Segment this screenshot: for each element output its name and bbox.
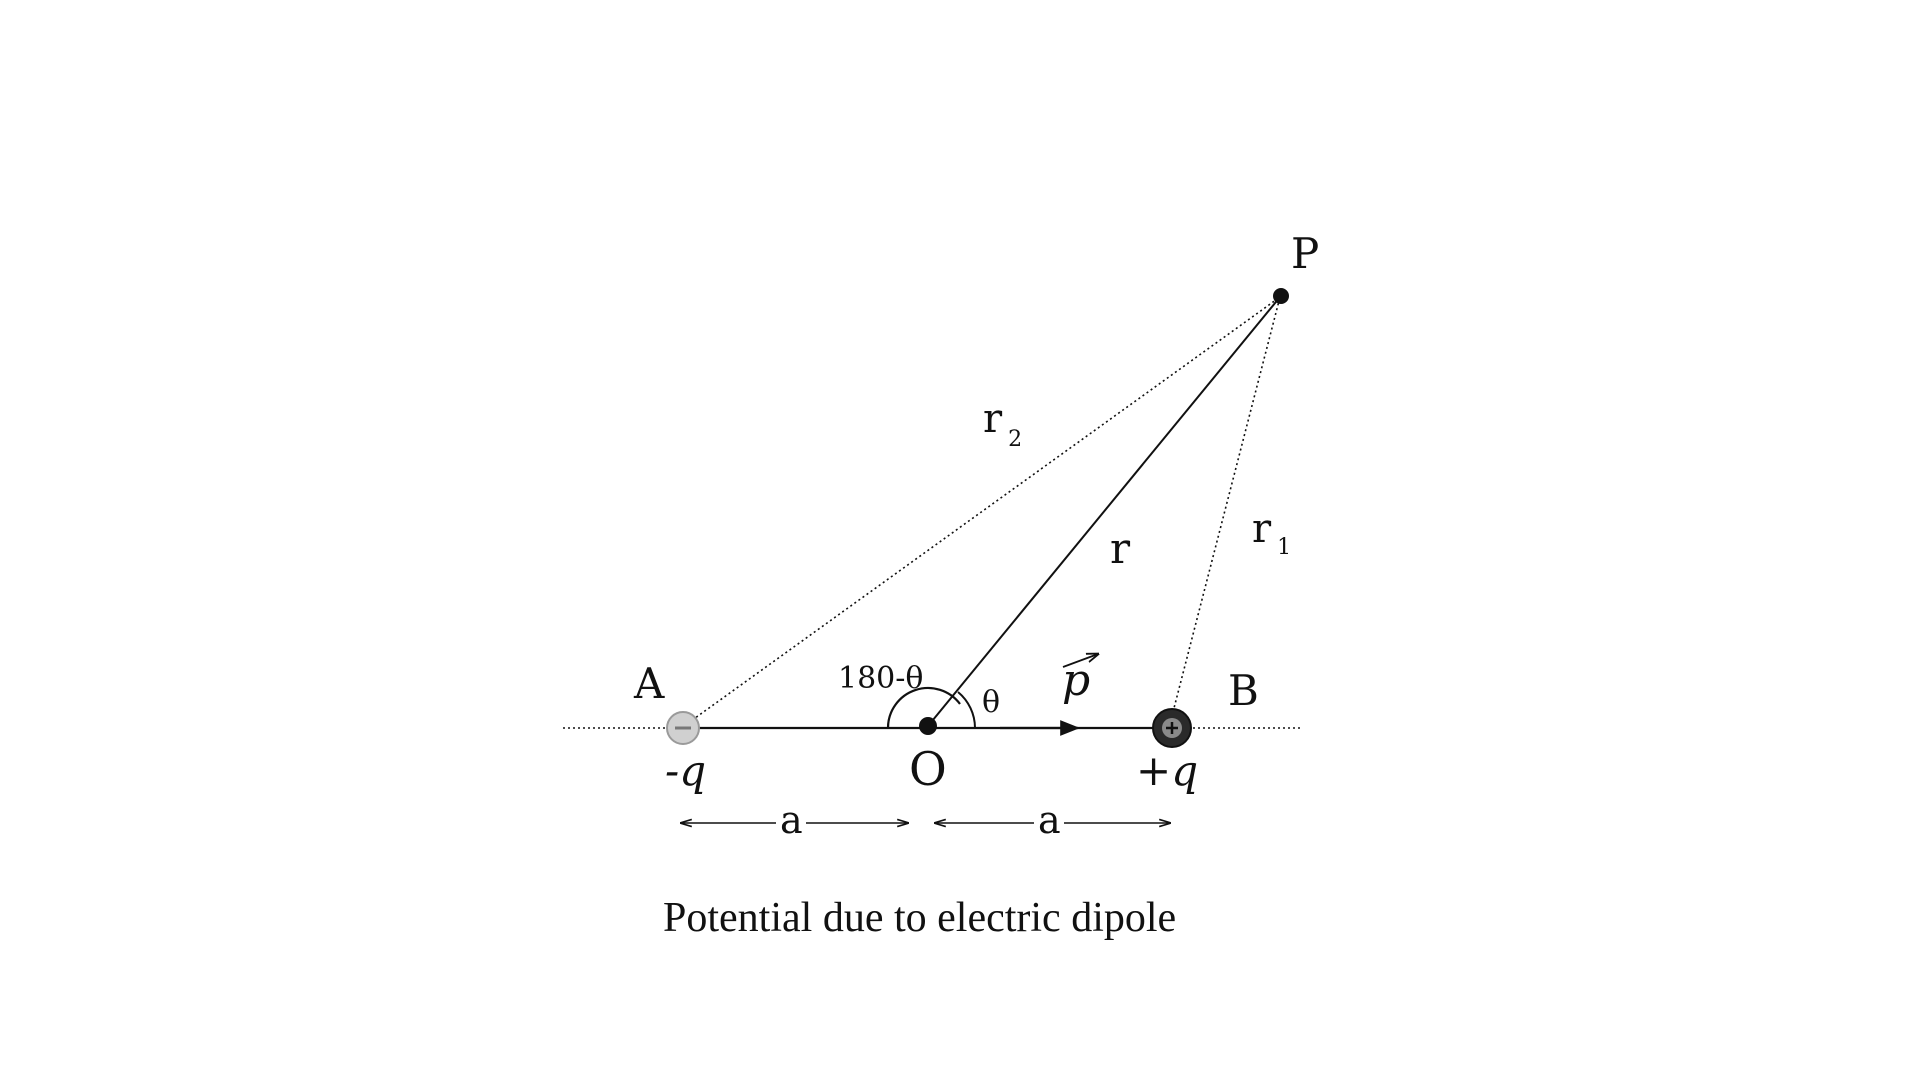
label-o: O [909, 742, 947, 796]
label-r1-sub: 1 [1277, 535, 1291, 560]
r1-line [1172, 296, 1281, 713]
label-r: r [1110, 524, 1131, 573]
r2-line [683, 296, 1281, 727]
label-supplement-angle: 180-θ [838, 661, 923, 696]
label-r2-sub: 2 [1008, 427, 1022, 452]
supplement-angle-arc [886, 686, 961, 729]
label-a: A [633, 659, 665, 708]
label-p: P [1291, 229, 1319, 278]
diagram-caption: Potential due to electric dipole [663, 895, 1176, 941]
label-positive-charge: +q [1136, 746, 1198, 795]
label-negative-charge: -q [665, 746, 706, 795]
r-line [927, 296, 1281, 727]
label-r1-base: r [1252, 506, 1272, 552]
dipole-moment-vector-arrow [1062, 654, 1098, 668]
negative-charge [666, 711, 700, 745]
origin-o-dot [919, 717, 937, 735]
label-theta: θ [982, 685, 1000, 720]
label-dipole-moment: p [1062, 655, 1090, 706]
positive-charge [1152, 708, 1192, 748]
label-b: B [1228, 666, 1259, 715]
label-a-right: a [1038, 798, 1061, 842]
label-a-left: a [780, 798, 803, 842]
point-p-dot [1273, 288, 1289, 304]
label-r2-base: r [983, 396, 1003, 442]
theta-angle-arc [957, 691, 976, 729]
